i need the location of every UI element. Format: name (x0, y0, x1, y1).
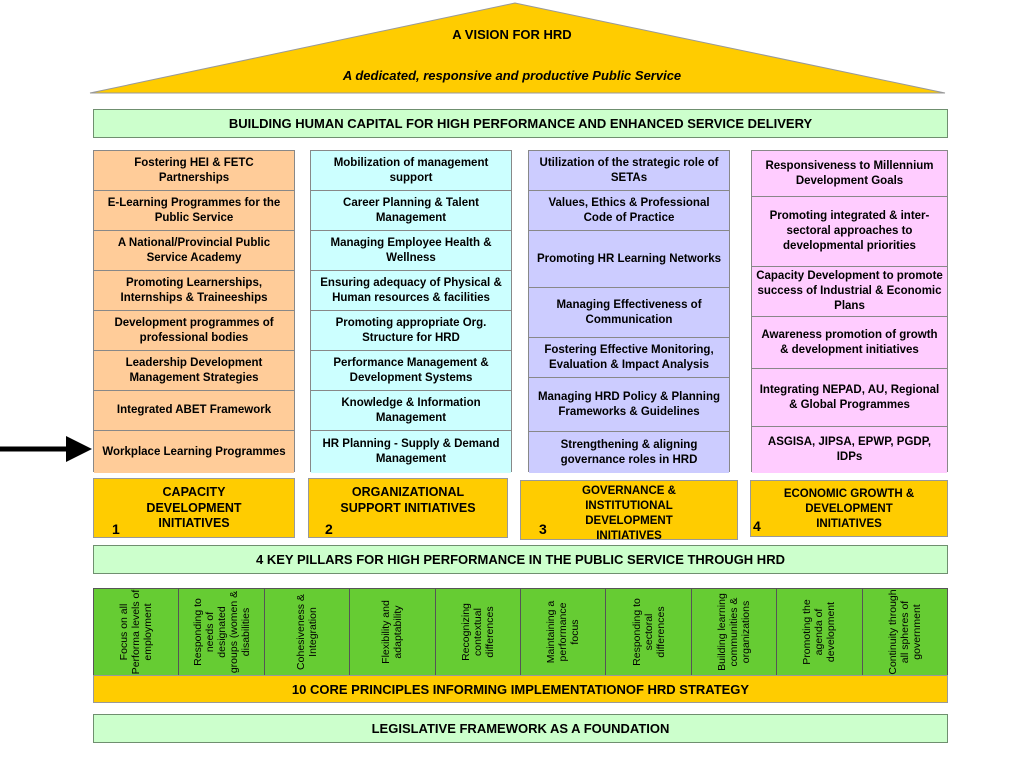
column-item: Utilization of the strategic role of SET… (529, 151, 729, 191)
pillar-label: GOVERNANCE & INSTITUTIONAL DEVELOPMENT I… (582, 485, 676, 542)
pillar-governance: GOVERNANCE & INSTITUTIONAL DEVELOPMENT I… (520, 480, 738, 542)
pillar-capacity-development: CAPACITY DEVELOPMENT INITIATIVES 1 (93, 478, 295, 538)
principle-label: Flexibility and adaptability (380, 600, 405, 664)
principle-item: Responding to needs of designated groups… (179, 589, 265, 675)
column-item: Career Planning & Talent Management (311, 191, 511, 231)
principle-label: Promoting the agenda of development (801, 599, 838, 665)
column-item: Values, Ethics & Professional Code of Pr… (529, 191, 729, 231)
principle-item: Continuity through all spheres of govern… (863, 589, 947, 675)
column-organizational-support: Mobilization of management support Caree… (310, 150, 512, 473)
principle-label: Recognizing contextual differences (459, 603, 496, 661)
column-economic-growth: Responsiveness to Millennium Development… (751, 150, 948, 473)
pillar-number: 1 (112, 521, 120, 537)
principle-item: Building learning communities & organiza… (692, 589, 778, 675)
vision-title: A VISION FOR HRD (452, 27, 572, 42)
column-item: Promoting appropriate Org. Structure for… (311, 311, 511, 351)
principle-item: Cohesiveness & Integration (265, 589, 351, 675)
principle-item: Responding to sectoral differences (606, 589, 692, 675)
column-item: Responsiveness to Millennium Development… (752, 151, 947, 197)
arrow-right-icon (0, 436, 92, 462)
principle-item: Maintaining a performance focus (521, 589, 607, 675)
core-principles-band: 10 CORE PRINCIPLES INFORMING IMPLEMENTAT… (93, 675, 948, 703)
column-item: Fostering Effective Monitoring, Evaluati… (529, 338, 729, 378)
column-capacity-development: Fostering HEI & FETC Partnerships E-Lear… (93, 150, 295, 473)
principle-item: Promoting the agenda of development (777, 589, 863, 675)
column-item: Capacity Development to promote success … (752, 267, 947, 317)
column-item: Fostering HEI & FETC Partnerships (94, 151, 294, 191)
column-item: ASGISA, JIPSA, EPWP, PGDP, IDPs (752, 427, 947, 473)
principle-item: Recognizing contextual differences (436, 589, 522, 675)
column-item: Managing Effectiveness of Communication (529, 288, 729, 338)
column-item: Managing HRD Policy & Planning Framework… (529, 378, 729, 432)
pillar-organizational-support: ORGANIZATIONAL SUPPORT INITIATIVES 2 (308, 478, 508, 538)
column-item: Leadership Development Management Strate… (94, 351, 294, 391)
pillar-number: 2 (325, 521, 333, 537)
column-governance: Utilization of the strategic role of SET… (528, 150, 730, 473)
column-item: HR Planning - Supply & Demand Management (311, 431, 511, 473)
column-item: Strengthening & aligning governance role… (529, 432, 729, 473)
roof-triangle (89, 2, 946, 94)
column-item: Development programmes of professional b… (94, 311, 294, 351)
principle-label: Cohesiveness & Integration (294, 594, 320, 670)
column-item: Performance Management & Development Sys… (311, 351, 511, 391)
column-item: Integrated ABET Framework (94, 391, 294, 431)
principle-label: Building learning communities & organiza… (715, 593, 753, 671)
vision-subtitle: A dedicated, responsive and productive P… (342, 68, 682, 83)
column-item: Integrating NEPAD, AU, Regional & Global… (752, 369, 947, 427)
principle-label: Responding to sectoral differences (630, 598, 667, 666)
pillar-label: ORGANIZATIONAL SUPPORT INITIATIVES (340, 485, 476, 515)
building-human-capital-band: BUILDING HUMAN CAPITAL FOR HIGH PERFORMA… (93, 109, 948, 138)
principle-label: Responding to needs of designated groups… (191, 590, 252, 674)
pillar-label: CAPACITY DEVELOPMENT INITIATIVES (146, 485, 242, 531)
principle-label: Focus on all Performa levels of employme… (118, 589, 155, 675)
column-item: Workplace Learning Programmes (94, 431, 294, 473)
column-item: Awareness promotion of growth & developm… (752, 317, 947, 369)
principle-label: Continuity through all spheres of govern… (886, 589, 923, 675)
core-principles-row: Focus on all Performa levels of employme… (93, 588, 948, 676)
pillar-economic-growth: ECONOMIC GROWTH & DEVELOPMENT INITIATIVE… (750, 480, 948, 537)
column-item: Promoting HR Learning Networks (529, 231, 729, 288)
pillar-label: ECONOMIC GROWTH & DEVELOPMENT INITIATIVE… (783, 488, 915, 530)
pillar-number: 3 (539, 521, 547, 537)
column-item: Managing Employee Health & Wellness (311, 231, 511, 271)
key-pillars-band: 4 KEY PILLARS FOR HIGH PERFORMANCE IN TH… (93, 545, 948, 574)
pillar-number: 4 (753, 518, 761, 534)
column-item: A National/Provincial Public Service Aca… (94, 231, 294, 271)
column-item: Knowledge & Information Management (311, 391, 511, 431)
column-item: Promoting integrated & inter-sectoral ap… (752, 197, 947, 267)
legislative-foundation-band: LEGISLATIVE FRAMEWORK AS A FOUNDATION (93, 714, 948, 743)
column-item: E-Learning Programmes for the Public Ser… (94, 191, 294, 231)
principle-item: Flexibility and adaptability (350, 589, 436, 675)
principle-label: Maintaining a performance focus (545, 600, 582, 664)
principle-item: Focus on all Performa levels of employme… (94, 589, 180, 675)
column-item: Ensuring adequacy of Physical & Human re… (311, 271, 511, 311)
column-item: Promoting Learnerships, Internships & Tr… (94, 271, 294, 311)
column-item: Mobilization of management support (311, 151, 511, 191)
